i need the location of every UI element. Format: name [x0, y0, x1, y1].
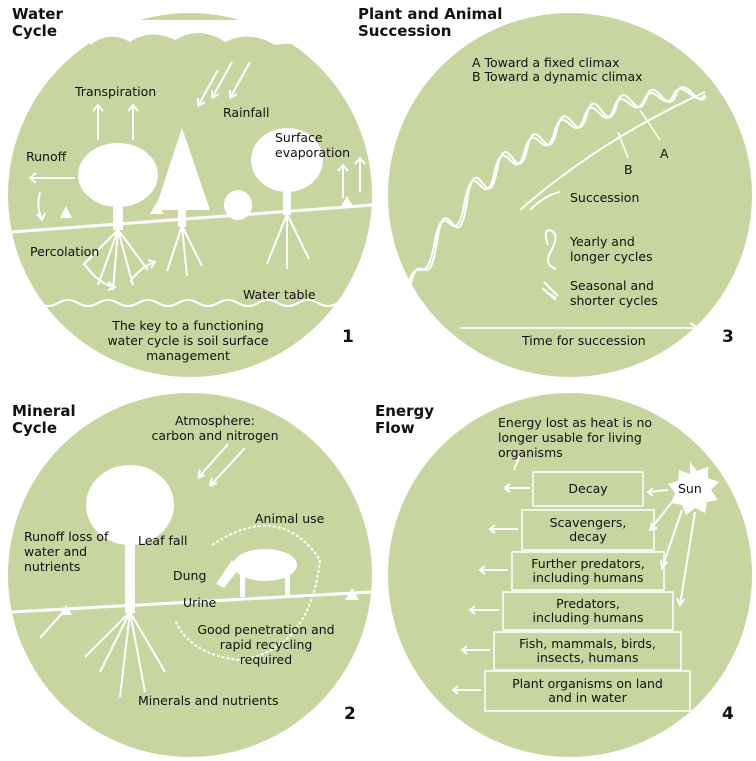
pyramid-level-box — [532, 471, 644, 507]
panel-number: 4 — [722, 704, 734, 724]
water-table-label: Water table — [243, 287, 316, 302]
sun-label: Sun — [678, 481, 702, 496]
pyramid-level-box — [511, 551, 665, 591]
percolation-label: Percolation — [30, 244, 100, 259]
cloud-icon — [90, 20, 318, 55]
energy-flow-title: Energy Flow — [375, 402, 435, 437]
seasonal-cycles-label: Seasonal and shorter cycles — [570, 278, 658, 308]
rainfall-label: Rainfall — [223, 105, 270, 120]
legend-a-label: A Toward a fixed climax — [472, 55, 620, 70]
runoff-label: Runoff — [26, 149, 67, 164]
pyramid-level: Plant organisms on land and in water — [512, 676, 663, 705]
pyramid-level-box — [502, 591, 674, 631]
panel-number: 2 — [344, 704, 356, 724]
panel-number: 1 — [342, 327, 354, 347]
pyramid-level: Fish, mammals, birds, insects, humans — [519, 636, 656, 665]
pyramid-level: Predators, including humans — [532, 596, 644, 625]
water-cycle-caption: The key to a functioning water cycle is … — [107, 318, 269, 363]
time-axis-label: Time for succession — [522, 333, 646, 348]
succession-circle — [388, 13, 752, 377]
legend-b-label: B Toward a dynamic climax — [472, 69, 643, 84]
dung-label: Dung — [173, 568, 207, 583]
energy-pyramid — [451, 454, 719, 712]
heat-loss-label: Energy lost as heat is no longer usable … — [498, 415, 653, 460]
pyramid-level: Decay — [568, 481, 608, 496]
marker-a-label: A — [660, 146, 669, 161]
pyramid-level-box — [493, 631, 682, 671]
succession-label: Succession — [570, 190, 640, 205]
succession-title: Plant and Animal Succession — [358, 5, 503, 40]
mineral-cycle-title: Mineral Cycle — [12, 402, 76, 437]
runoff-loss-label: Runoff loss of water and nutrients — [24, 529, 109, 574]
mineral-cycle-illustration — [11, 443, 373, 698]
animal-use-label: Animal use — [255, 511, 325, 526]
marker-b-label: B — [624, 162, 633, 177]
yearly-cycles-label: Yearly and longer cycles — [570, 234, 653, 264]
minerals-label: Minerals and nutrients — [138, 693, 279, 708]
pyramid-level-box — [484, 670, 691, 712]
succession-illustration — [404, 86, 707, 334]
pyramid-level: Further predators, including humans — [531, 556, 645, 585]
surface-evaporation-label: Surface evaporation — [275, 130, 351, 160]
leaf-fall-label: Leaf fall — [138, 533, 188, 548]
pyramid-level: Scavengers, decay — [549, 515, 627, 544]
panel-number: 3 — [722, 327, 734, 347]
water-cycle-illustration — [11, 20, 379, 307]
water-cycle-title: Water Cycle — [12, 5, 63, 40]
sun-icon — [668, 462, 719, 515]
transpiration-label: Transpiration — [75, 84, 157, 99]
urine-label: Urine — [183, 595, 217, 610]
pyramid-level-box — [521, 509, 655, 551]
atmosphere-label: Atmosphere: carbon and nitrogen — [151, 413, 279, 443]
penetration-label: Good penetration and rapid recycling req… — [197, 622, 335, 667]
